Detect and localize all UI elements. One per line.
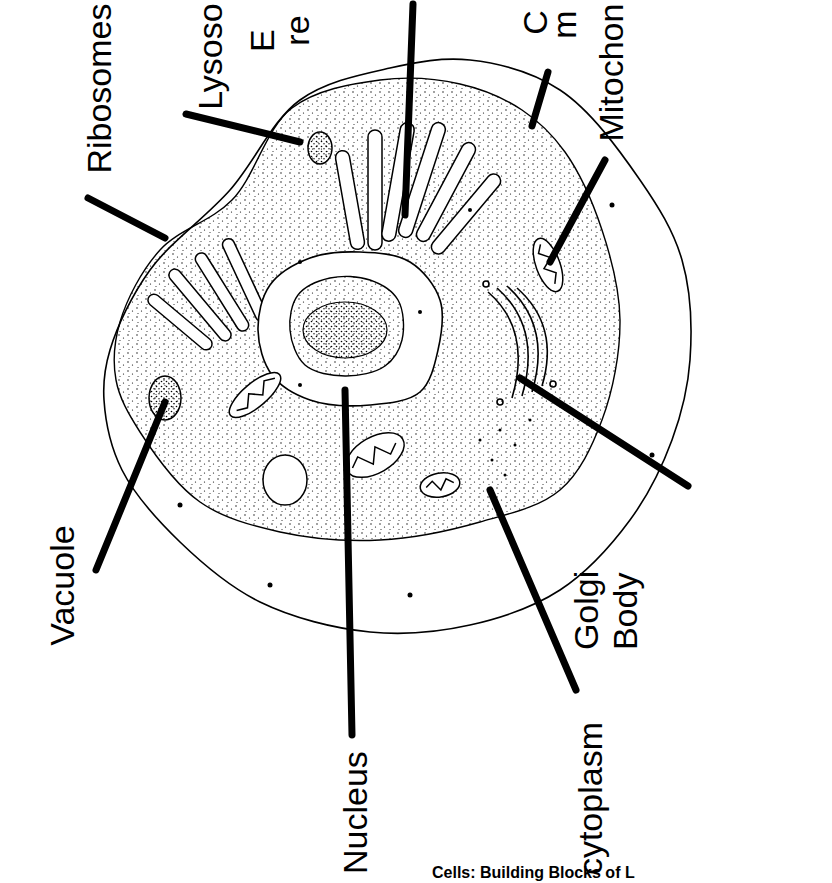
vacuole [263, 455, 307, 505]
part-label: Vacuole [43, 525, 82, 645]
part-label: E [242, 29, 281, 52]
caption: Cells: Building Blocks of L [432, 864, 635, 882]
nucleoplasm [290, 276, 404, 376]
ribosome-dots [178, 203, 655, 598]
cell-membrane [104, 59, 691, 633]
leader-lines [88, 4, 688, 735]
part-label: Mitochon [592, 3, 631, 141]
part-label: re [278, 15, 317, 45]
golgi-body [483, 281, 556, 405]
vacuole [149, 376, 181, 420]
part-label: m [545, 10, 584, 38]
part-label: Nucleus [335, 751, 374, 874]
part-label: Ribosomes [80, 3, 119, 173]
lysosome [308, 132, 332, 164]
cytoplasm-region [114, 78, 620, 540]
part-label: Lysoso [191, 3, 230, 109]
nucleolus [303, 302, 387, 358]
part-label: cytoplasm [570, 722, 609, 875]
nuclear-envelope [258, 252, 442, 406]
part-label: Golgi Body [567, 550, 645, 650]
